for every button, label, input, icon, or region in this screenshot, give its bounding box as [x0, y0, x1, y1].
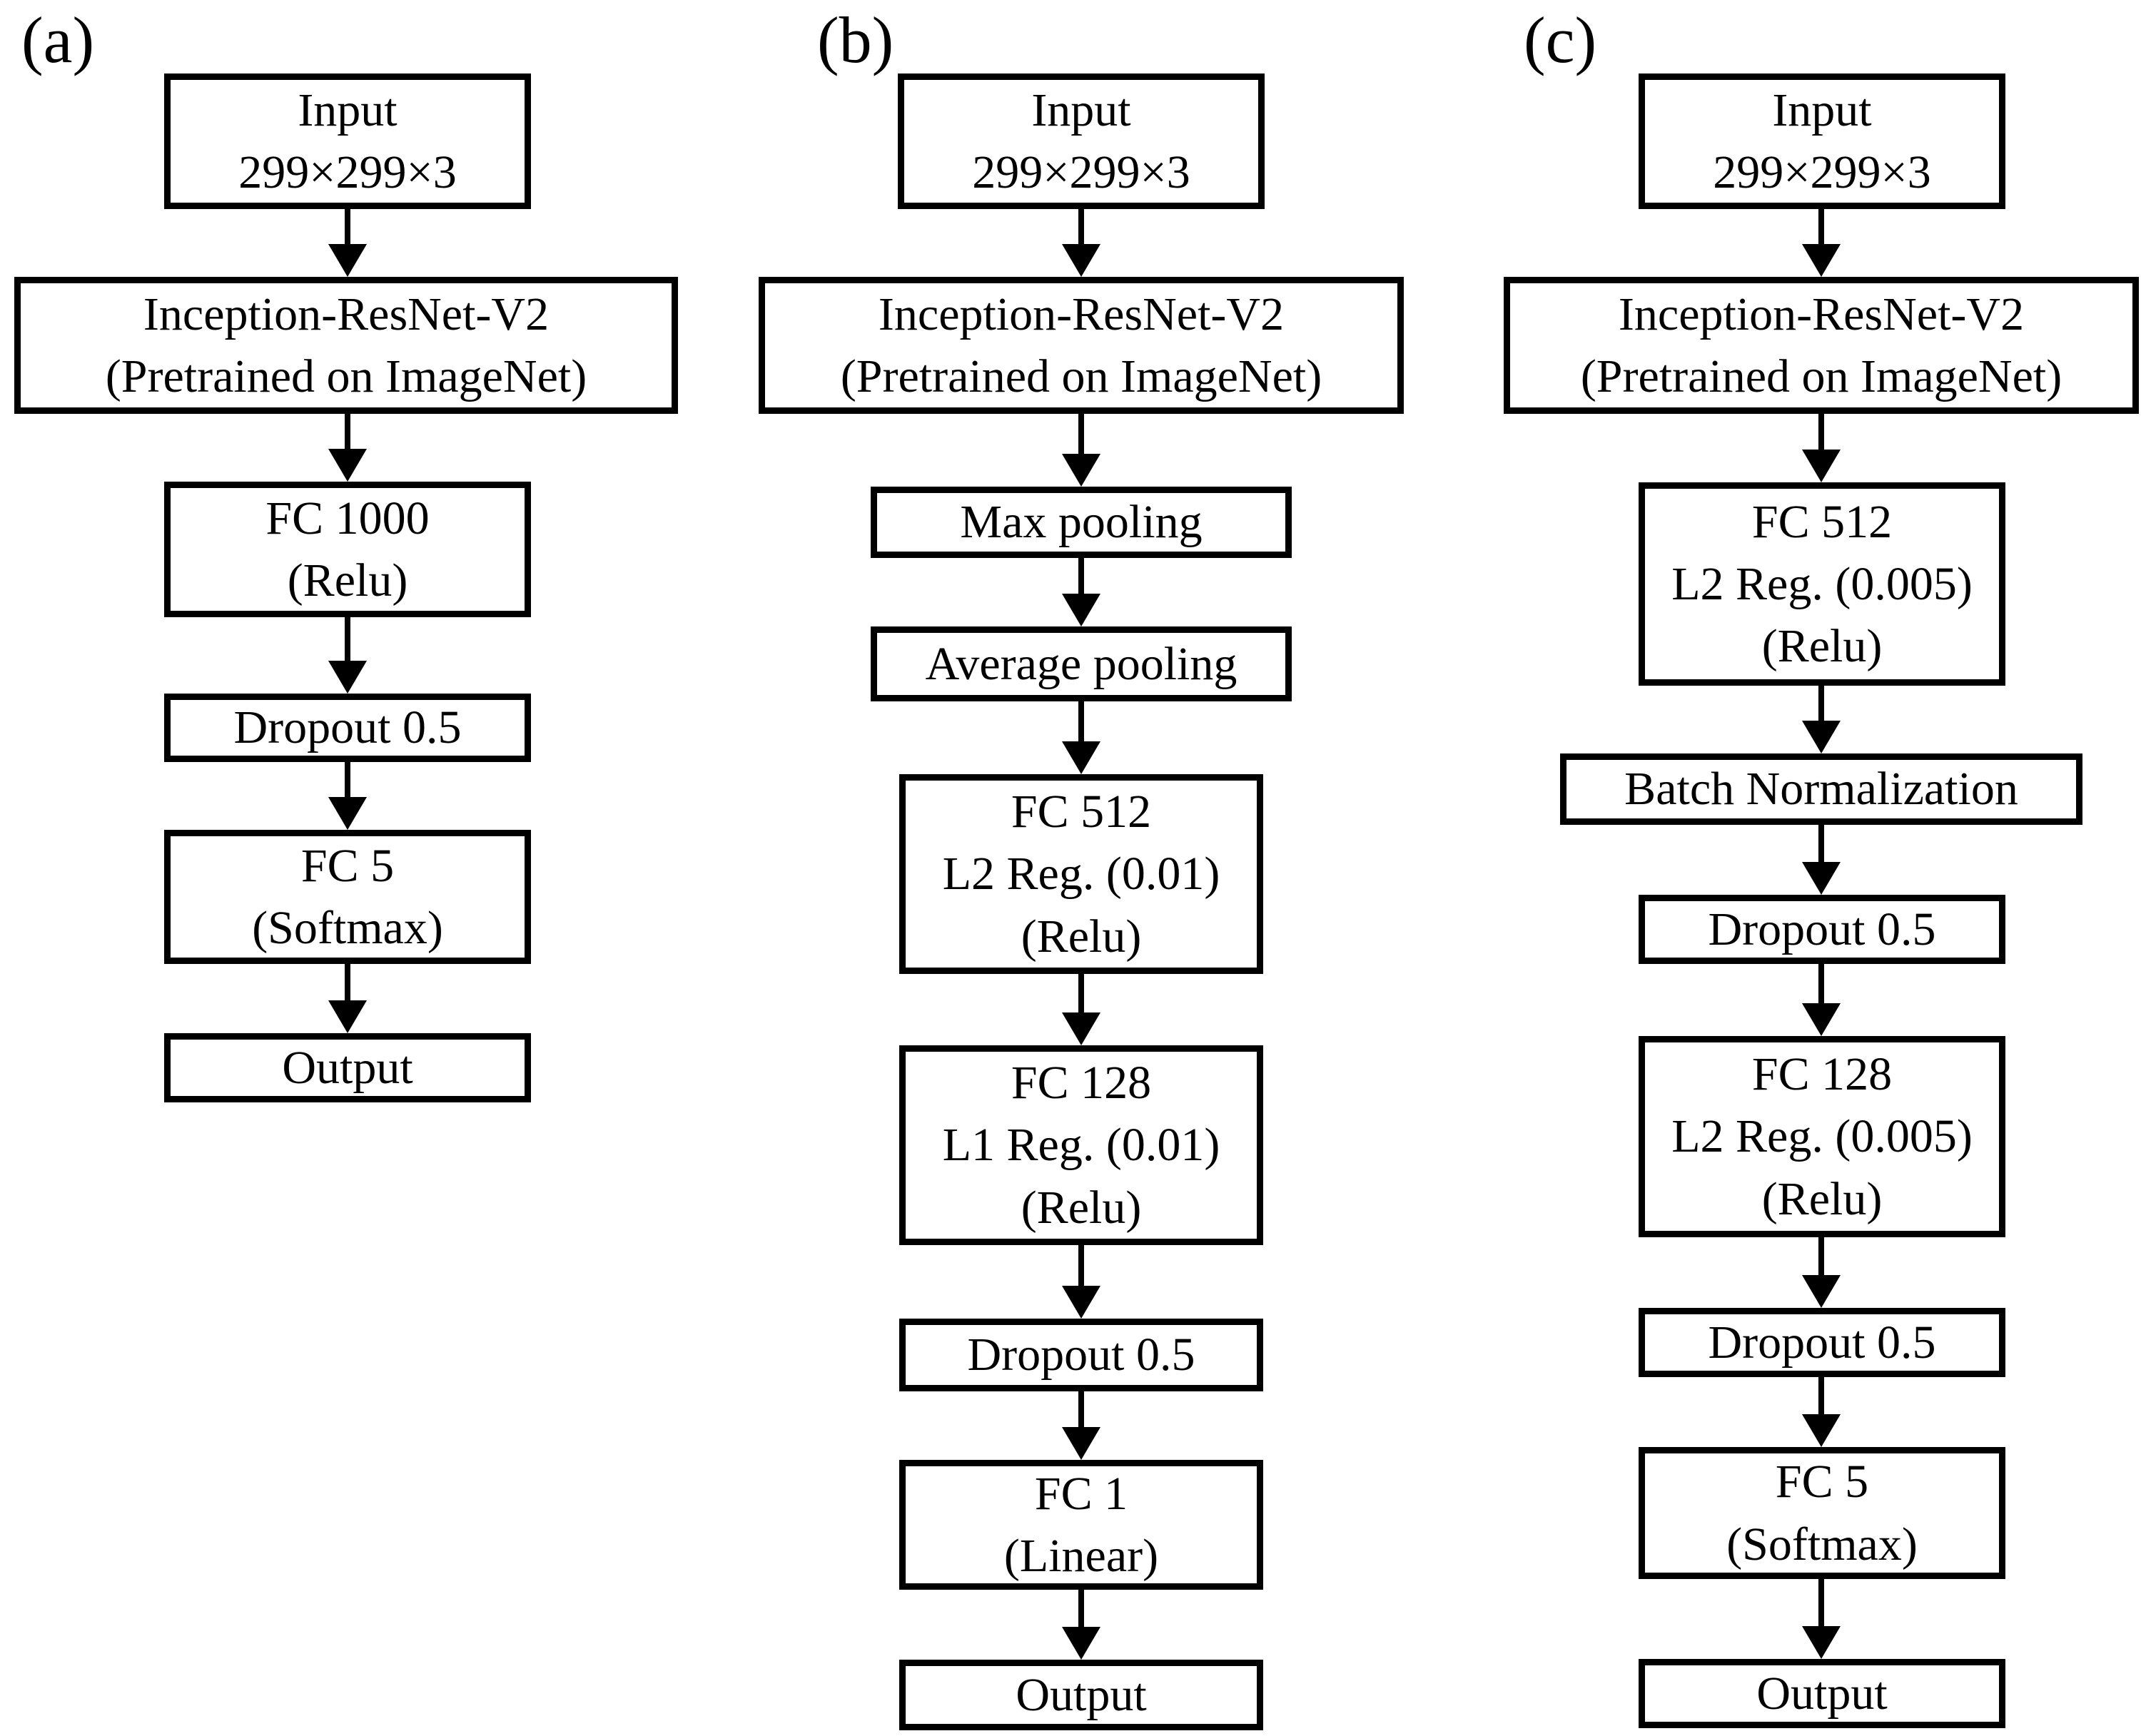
- down-arrow-icon: [1060, 974, 1103, 1045]
- flow-node-output: Output: [899, 1660, 1263, 1730]
- flow-node-fc5: FC 5 (Softmax): [164, 830, 531, 964]
- arrow-stem: [1078, 1590, 1084, 1631]
- arrow-head: [1062, 1012, 1100, 1045]
- arrow-head: [1062, 454, 1100, 487]
- arrow-stem: [1078, 1391, 1084, 1431]
- arrow-head: [1802, 1414, 1841, 1447]
- flow-node-fc128: FC 128 L1 Reg. (0.01) (Relu): [899, 1045, 1263, 1245]
- flow-node-fc512: FC 512 L2 Reg. (0.01) (Relu): [899, 774, 1263, 974]
- arrow-stem: [345, 617, 350, 665]
- arrow-head: [328, 661, 367, 694]
- down-arrow-icon: [1060, 209, 1103, 277]
- arrow-head: [1802, 721, 1841, 753]
- arrow-head: [1062, 741, 1100, 774]
- arrow-stem: [1078, 1245, 1084, 1290]
- down-arrow-icon: [326, 414, 369, 482]
- down-arrow-icon: [326, 964, 369, 1033]
- arrow-head: [328, 449, 367, 482]
- down-arrow-icon: [1800, 686, 1843, 753]
- arrow-head: [1062, 244, 1100, 277]
- down-arrow-icon: [326, 762, 369, 830]
- arrow-stem: [345, 964, 350, 1005]
- arrow-head: [1802, 1626, 1841, 1659]
- flow-node-output: Output: [164, 1033, 531, 1102]
- arrow-head: [1062, 1427, 1100, 1460]
- down-arrow-icon: [1060, 1391, 1103, 1460]
- down-arrow-icon: [1800, 825, 1843, 895]
- down-arrow-icon: [1060, 701, 1103, 774]
- arrow-stem: [345, 209, 350, 248]
- arrow-stem: [1078, 701, 1084, 746]
- down-arrow-icon: [1800, 1237, 1843, 1308]
- arrow-stem: [1818, 1377, 1824, 1418]
- flow-node-backbone: Inception-ResNet-V2 (Pretrained on Image…: [14, 277, 678, 414]
- arrow-stem: [1818, 1579, 1824, 1630]
- flow-node-input: Input 299×299×3: [898, 73, 1265, 209]
- arrow-head: [328, 244, 367, 277]
- arrow-stem: [1078, 558, 1084, 598]
- flow-node-input: Input 299×299×3: [1639, 73, 2005, 209]
- arrow-head: [1802, 244, 1841, 277]
- flow-node-dropout: Dropout 0.5: [899, 1319, 1263, 1391]
- arrow-stem: [1078, 414, 1084, 458]
- down-arrow-icon: [326, 209, 369, 277]
- down-arrow-icon: [1800, 414, 1843, 482]
- flow-node-fc1: FC 1 (Linear): [899, 1460, 1263, 1590]
- arrow-stem: [1818, 825, 1824, 866]
- arrow-head: [328, 797, 367, 830]
- flow-node-input: Input 299×299×3: [164, 73, 531, 209]
- arrow-head: [1062, 1627, 1100, 1660]
- flow-node-dropout: Dropout 0.5: [1639, 1308, 2005, 1377]
- flow-node-fc5: FC 5 (Softmax): [1639, 1447, 2005, 1579]
- flow-node-fc1000: FC 1000 (Relu): [164, 482, 531, 617]
- flow-node-backbone: Inception-ResNet-V2 (Pretrained on Image…: [759, 277, 1404, 414]
- flow-node-backbone: Inception-ResNet-V2 (Pretrained on Image…: [1504, 277, 2139, 414]
- flow-node-dropout: Dropout 0.5: [164, 694, 531, 762]
- arrow-head: [1802, 1003, 1841, 1036]
- arrow-head: [328, 1000, 367, 1033]
- flow-node-avgpool: Average pooling: [871, 626, 1292, 701]
- arrow-head: [1062, 594, 1100, 626]
- down-arrow-icon: [1800, 1377, 1843, 1447]
- panel-label-b: (b): [817, 4, 894, 76]
- arrow-stem: [1818, 1237, 1824, 1279]
- down-arrow-icon: [1800, 964, 1843, 1036]
- arrow-stem: [1078, 974, 1084, 1017]
- down-arrow-icon: [1800, 1579, 1843, 1659]
- panel-label-c: (c): [1524, 4, 1597, 76]
- flow-node-dropout: Dropout 0.5: [1639, 895, 2005, 964]
- arrow-stem: [1818, 964, 1824, 1007]
- down-arrow-icon: [1060, 1245, 1103, 1319]
- arrow-head: [1802, 862, 1841, 895]
- down-arrow-icon: [326, 617, 369, 694]
- down-arrow-icon: [1060, 558, 1103, 626]
- arrow-stem: [345, 762, 350, 801]
- arrow-stem: [345, 414, 350, 453]
- arrow-stem: [1818, 686, 1824, 725]
- flow-node-output: Output: [1639, 1659, 2005, 1728]
- down-arrow-icon: [1060, 1590, 1103, 1660]
- flow-node-fc512: FC 512 L2 Reg. (0.005) (Relu): [1639, 482, 2005, 686]
- arrow-head: [1062, 1286, 1100, 1319]
- arrow-stem: [1818, 414, 1824, 454]
- arrow-head: [1802, 450, 1841, 482]
- flow-node-maxpool: Max pooling: [871, 487, 1292, 558]
- arrow-head: [1802, 1275, 1841, 1308]
- down-arrow-icon: [1060, 414, 1103, 487]
- down-arrow-icon: [1800, 209, 1843, 277]
- flow-node-fc128: FC 128 L2 Reg. (0.005) (Relu): [1639, 1036, 2005, 1237]
- arrow-stem: [1078, 209, 1084, 248]
- panel-label-a: (a): [21, 4, 95, 76]
- flow-node-batchnorm: Batch Normalization: [1560, 753, 2082, 825]
- arrow-stem: [1818, 209, 1824, 248]
